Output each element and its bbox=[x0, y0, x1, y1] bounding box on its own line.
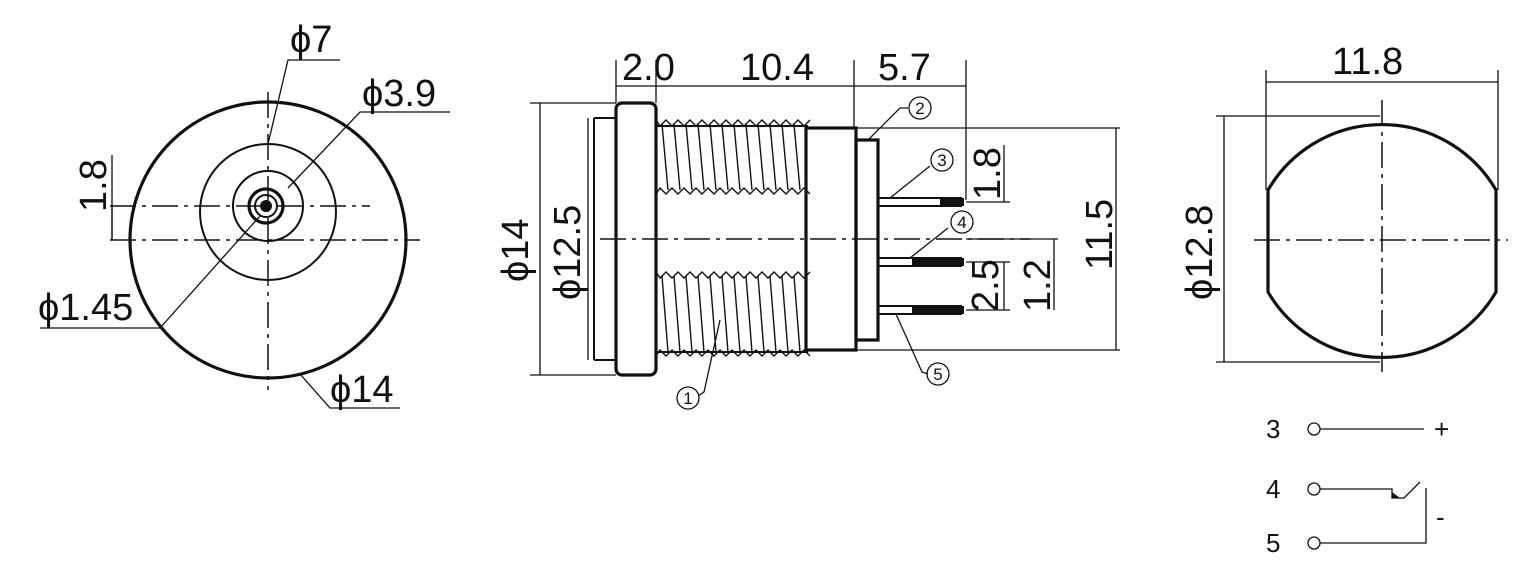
side-collar bbox=[854, 138, 880, 342]
schematic-node-3 bbox=[1307, 422, 1321, 436]
thrLo-hatch bbox=[733, 275, 741, 353]
side-thread-upper bbox=[655, 119, 811, 195]
schematic-wire-4 bbox=[1320, 481, 1421, 499]
thrUp-hatch bbox=[781, 123, 789, 191]
callout-2-label: 2 bbox=[915, 99, 924, 118]
schematic-switch-tip bbox=[1392, 492, 1400, 498]
front-outer-leader bbox=[299, 373, 400, 409]
thrUp-hatch bbox=[673, 123, 681, 191]
callout-4-circle bbox=[950, 210, 974, 234]
thrUp-hatch bbox=[697, 123, 705, 191]
thrUp-hatch bbox=[709, 123, 717, 191]
callout-5-circle bbox=[926, 362, 950, 386]
thrLo-hatch bbox=[685, 275, 693, 353]
thrUp-hatch bbox=[685, 123, 693, 191]
rear-width-label: 11.8 bbox=[1332, 41, 1403, 83]
thrUp-hatch bbox=[769, 123, 777, 191]
schematic-node-4 bbox=[1307, 482, 1321, 496]
callout-3-label: 3 bbox=[937, 151, 946, 170]
callout-2-leader bbox=[867, 107, 908, 141]
thrLo-hatch bbox=[673, 275, 681, 353]
thrLo-crest-1 bbox=[655, 348, 811, 357]
front-pin-label: ϕ1.45 bbox=[38, 287, 133, 329]
side-pin-5-tip bbox=[912, 306, 964, 314]
schematic-wire-5 bbox=[1320, 488, 1427, 544]
side-pin-4-tip bbox=[912, 258, 964, 266]
side-len-pins: 5.7 bbox=[878, 47, 931, 89]
callout-1-circle bbox=[676, 386, 700, 410]
thrUp-hatch bbox=[745, 123, 753, 191]
schematic-pin-5: 5 bbox=[1266, 528, 1280, 558]
callout-1-leader bbox=[697, 319, 721, 397]
callout-4-leader bbox=[909, 227, 949, 259]
side-len-thread: 10.4 bbox=[740, 47, 814, 89]
schematic-pin-3: 3 bbox=[1266, 414, 1280, 444]
thrLo-hatch bbox=[745, 275, 753, 353]
front-view: 1.8 ϕ7 ϕ3.9 ϕ1.45 ϕ14 bbox=[38, 19, 450, 411]
front-ring-leader bbox=[267, 59, 340, 145]
side-pin-gap-mid: 2.5 bbox=[965, 259, 1007, 312]
callout-4-label: 4 bbox=[957, 213, 966, 232]
thrLo-hatch bbox=[781, 275, 789, 353]
callout-2-circle bbox=[908, 96, 932, 120]
side-thread-lower bbox=[655, 271, 811, 357]
side-pin-3-tip bbox=[940, 198, 964, 206]
thrLo-hatch bbox=[757, 275, 765, 353]
thrUp-hatch bbox=[733, 123, 741, 191]
pin-schematic: 3 4 5 + - bbox=[1266, 414, 1449, 558]
front-outer-label: ϕ14 bbox=[330, 369, 394, 411]
front-offset-label: 1.8 bbox=[73, 159, 115, 212]
schematic-plus: + bbox=[1434, 414, 1449, 444]
callout-3-circle bbox=[930, 148, 954, 172]
thrLo-hatch bbox=[769, 275, 777, 353]
side-dia-flange: ϕ14 bbox=[495, 218, 537, 282]
front-ring-label: ϕ7 bbox=[290, 19, 332, 61]
front-pin-core bbox=[260, 200, 272, 212]
thrUp-hatch bbox=[721, 123, 729, 191]
side-dia-thread: ϕ12.5 bbox=[547, 205, 589, 300]
thrLo-hatch bbox=[661, 275, 669, 353]
schematic-node-5 bbox=[1307, 536, 1321, 550]
side-pin-gap-top: 1.8 bbox=[967, 147, 1009, 200]
side-len-flange: 2.0 bbox=[622, 47, 675, 89]
side-view: 2.0 10.4 5.7 ϕ14 ϕ12.5 11.5 1.8 2.5 1.2 … bbox=[495, 47, 1121, 410]
callout-1-label: 1 bbox=[683, 389, 692, 408]
rear-view: 11.8 ϕ12.8 bbox=[1179, 41, 1508, 372]
thrUp-hatch bbox=[661, 123, 669, 191]
side-pin-gap-low: 1.2 bbox=[1017, 259, 1059, 312]
thrUp-crest-1 bbox=[655, 186, 811, 195]
schematic-pin-4: 4 bbox=[1266, 474, 1280, 504]
thrLo-hatch bbox=[697, 275, 705, 353]
thrLo-hatch bbox=[709, 275, 717, 353]
front-pin-leader bbox=[40, 215, 261, 329]
callout-3-leader bbox=[889, 165, 931, 199]
side-height-body: 11.5 bbox=[1079, 199, 1121, 270]
thrUp-hatch bbox=[793, 123, 801, 191]
callout-5-leader bbox=[895, 313, 929, 375]
callout-5-label: 5 bbox=[933, 365, 942, 384]
rear-dia-label: ϕ12.8 bbox=[1179, 205, 1221, 300]
rear-outline bbox=[1266, 123, 1498, 359]
thrLo-hatch bbox=[793, 275, 801, 353]
schematic-minus: - bbox=[1436, 502, 1445, 532]
front-bore-label: ϕ3.9 bbox=[362, 73, 436, 115]
thrLo-hatch bbox=[721, 275, 729, 353]
front-bore-leader bbox=[287, 111, 450, 189]
thrUp-hatch bbox=[757, 123, 765, 191]
thrLo-crest-0 bbox=[655, 271, 811, 280]
